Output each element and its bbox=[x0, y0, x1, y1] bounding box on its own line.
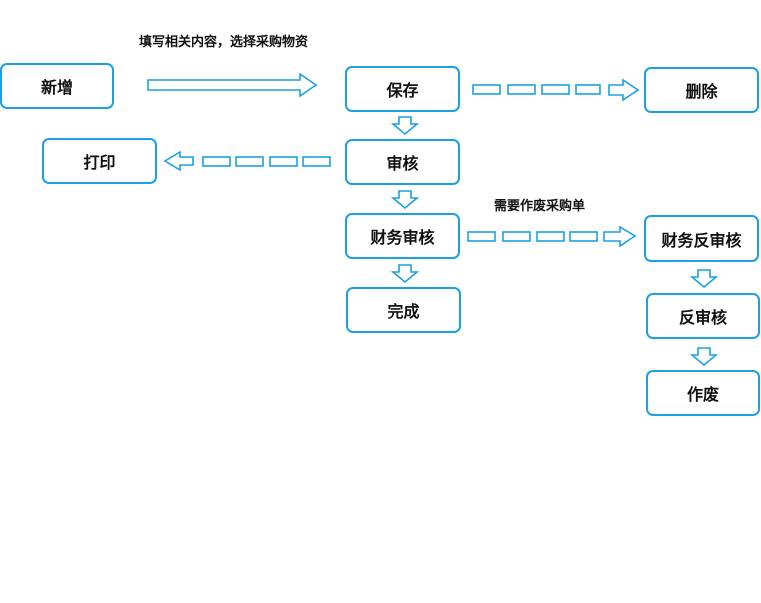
arrow-save-to-delete bbox=[472, 78, 640, 102]
node-print: 打印 bbox=[42, 138, 157, 184]
arrow-audit-to-print bbox=[163, 150, 331, 172]
node-finance-audit: 财务审核 bbox=[345, 213, 460, 259]
node-finance-reverse-audit-label: 财务反审核 bbox=[661, 230, 742, 250]
node-audit: 审核 bbox=[345, 139, 460, 185]
node-finance-reverse-audit: 财务反审核 bbox=[644, 215, 759, 262]
arrow-finance-reverse-audit-to-reverse-audit bbox=[689, 269, 719, 289]
node-new: 新增 bbox=[0, 63, 114, 109]
node-complete: 完成 bbox=[346, 287, 461, 333]
arrow-new-to-save bbox=[147, 72, 318, 98]
node-audit-label: 审核 bbox=[386, 154, 419, 173]
node-reverse-audit: 反审核 bbox=[646, 293, 760, 339]
node-save-label: 保存 bbox=[386, 81, 419, 100]
arrow-reverse-audit-to-void bbox=[689, 347, 719, 367]
node-new-label: 新增 bbox=[40, 78, 73, 97]
node-finance-audit-label: 财务审核 bbox=[370, 228, 435, 247]
arrow-audit-to-finance-audit bbox=[390, 190, 420, 210]
node-delete-label: 删除 bbox=[685, 82, 718, 101]
node-reverse-audit-label: 反审核 bbox=[678, 308, 727, 327]
arrow-finance-audit-to-finance-reverse-audit bbox=[467, 225, 637, 248]
node-void-label: 作废 bbox=[686, 385, 719, 404]
note-fill-in: 填写相关内容，选择采购物资 bbox=[139, 35, 309, 50]
node-save: 保存 bbox=[345, 66, 460, 112]
arrow-save-to-audit bbox=[390, 116, 420, 136]
node-void: 作废 bbox=[646, 370, 760, 416]
node-delete: 删除 bbox=[644, 67, 759, 113]
arrow-finance-audit-to-complete bbox=[390, 264, 420, 284]
node-print-label: 打印 bbox=[83, 153, 116, 172]
node-complete-label: 完成 bbox=[387, 302, 420, 321]
note-need-void: 需要作废采购单 bbox=[494, 199, 586, 214]
